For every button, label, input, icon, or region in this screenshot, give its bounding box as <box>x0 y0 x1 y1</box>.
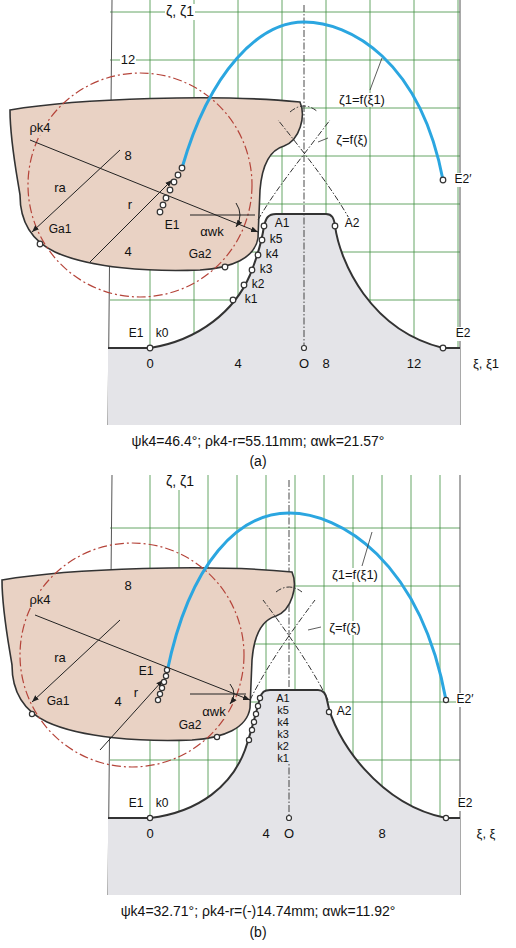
tick-label: 4 <box>261 827 270 841</box>
envelope-curve <box>182 22 443 180</box>
point-label: k3 <box>276 728 290 740</box>
point-label: A2 <box>336 705 353 718</box>
tick-label: 4 <box>123 245 132 259</box>
point-label: E2 <box>457 797 474 810</box>
point-label: E2 <box>455 327 472 340</box>
tick-label: 0 <box>145 357 154 371</box>
gear-tooth <box>2 568 294 741</box>
tick-label: 12 <box>120 53 136 67</box>
point-label: k2 <box>251 278 266 291</box>
axis-title: ξ, ξ1 <box>472 357 500 371</box>
radius-line <box>32 150 120 232</box>
profile-points <box>29 667 448 820</box>
dimension-label: r <box>133 686 139 700</box>
panel-label: (a) <box>248 454 267 469</box>
tick-label: 12 <box>406 357 422 371</box>
point-label: k0 <box>155 327 170 340</box>
radius-line <box>90 180 172 262</box>
leader-line <box>308 627 321 630</box>
symmetry-line <box>289 480 290 818</box>
curve-label: ζ=f(ξ) <box>328 621 361 635</box>
tick-label: 8 <box>123 579 132 593</box>
point-label: k0 <box>155 797 170 810</box>
addendum-circle <box>20 543 244 767</box>
angle-arc <box>230 684 234 704</box>
rack-curve <box>250 587 328 700</box>
point-label: E2′ <box>456 693 475 706</box>
point-label: A2 <box>344 217 361 230</box>
point-label: O <box>298 357 310 371</box>
point-label: Ga1 <box>46 695 71 708</box>
gear-tooth <box>10 98 302 271</box>
angle-label: αwk <box>201 705 226 719</box>
dimension-label: ra <box>53 181 67 195</box>
point-label: E1 <box>128 797 145 810</box>
envelope-curve <box>167 513 446 700</box>
point-label: k5 <box>269 233 284 246</box>
profile-points <box>37 165 446 351</box>
tick-label: 8 <box>123 149 132 163</box>
point-label: A1 <box>274 217 291 230</box>
angle-label: αwk <box>199 225 224 239</box>
radius-line <box>35 615 250 700</box>
tick-label: 4 <box>113 695 122 709</box>
radius-line <box>32 620 120 702</box>
leader-line <box>318 138 328 142</box>
point-label: Ga1 <box>48 223 73 236</box>
curve-label: ζ=f(ξ) <box>335 133 368 147</box>
radius-line <box>30 140 258 232</box>
point-label: k4 <box>276 716 290 728</box>
dimension-label: r <box>127 198 133 212</box>
point-label: k5 <box>276 704 290 716</box>
point-label: A1 <box>275 692 290 704</box>
tick-label: 0 <box>145 827 154 841</box>
point-label: k1 <box>244 293 259 306</box>
tick-label: 8 <box>377 827 386 841</box>
curve-label: ζ1=f(ξ1) <box>338 93 386 107</box>
caption-text: ψk4=32.71°; ρk4-r=(-)14.74mm; αwk=11.92° <box>120 904 397 919</box>
axis-title: ζ, ζ1 <box>165 474 195 489</box>
angle-arc <box>236 203 240 227</box>
point-label: k4 <box>265 248 280 261</box>
panel-label: (b) <box>248 925 267 940</box>
point-label: E1 <box>128 327 145 340</box>
point-label: O <box>283 827 295 841</box>
dimension-label: ρk4 <box>28 593 51 607</box>
dimension-label: ra <box>53 651 67 665</box>
axis-title: ζ, ζ1 <box>165 4 195 19</box>
point-label: E1 <box>164 219 181 232</box>
tick-label: 8 <box>321 357 330 371</box>
symmetry-line <box>304 5 305 348</box>
point-label: E2′ <box>454 173 473 186</box>
axis-title: ξ, ξ <box>476 827 497 841</box>
point-label: Ga2 <box>178 719 203 732</box>
grid-frame <box>108 0 460 425</box>
point-label: E1 <box>138 665 155 678</box>
point-label: k3 <box>259 263 274 276</box>
addendum-circle <box>28 73 252 297</box>
dimension-label: ρk4 <box>28 121 51 135</box>
leader-line <box>370 58 382 90</box>
point-label: k2 <box>276 740 290 752</box>
caption-text: ψk4=46.4°; ρk4-r=55.11mm; αwk=21.57° <box>131 434 386 449</box>
point-label: Ga2 <box>188 248 213 261</box>
leader-line <box>362 532 372 566</box>
curve-label: ζ1=f(ξ1) <box>331 568 379 582</box>
radius-line <box>100 680 163 750</box>
point-label: k1 <box>276 752 290 764</box>
angle-line <box>190 694 246 695</box>
angle-line <box>190 215 255 216</box>
rack-curve <box>258 106 350 220</box>
tick-label: 4 <box>233 357 242 371</box>
